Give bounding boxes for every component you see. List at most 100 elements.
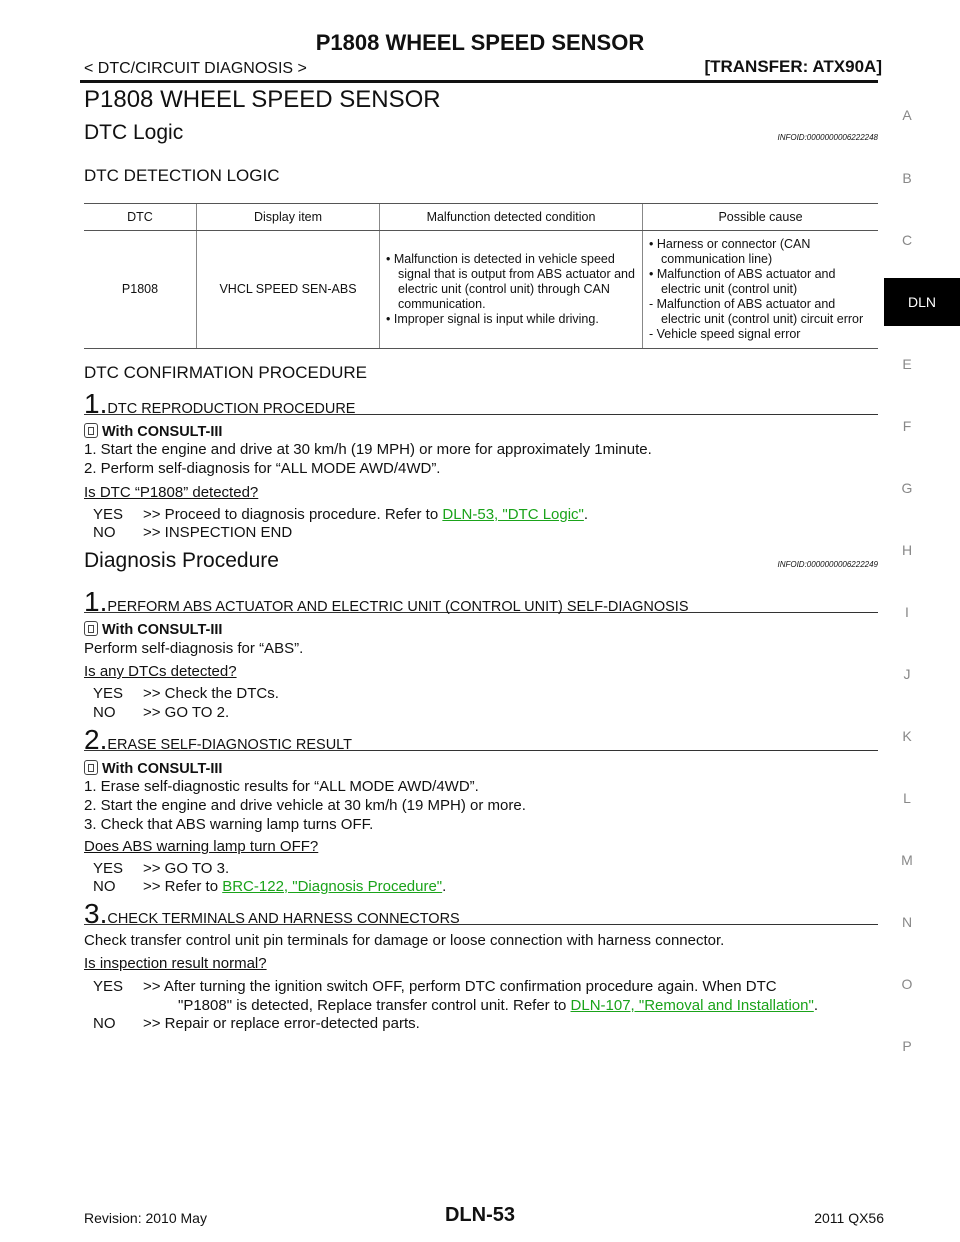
side-index-b[interactable]: B [902,170,912,186]
side-index-i[interactable]: I [905,604,909,620]
no-answer: NO>> Repair or replace error-detected pa… [93,1015,420,1032]
header-transfer-model: [TRANSFER: ATX90A] [704,57,882,76]
yes-text-cont: "P1808" is detected, Replace transfer co… [178,997,571,1014]
col-dtc: DTC [84,203,197,231]
col-malfunction-condition: Malfunction detected condition [379,203,643,231]
consult-label: With CONSULT-III [102,622,223,638]
dtc-logic-link[interactable]: DLN-53, "DTC Logic" [442,506,584,523]
no-text: >> Repair or replace error-detected part… [143,1015,420,1032]
side-index-h[interactable]: H [901,542,913,558]
procedure-line: Perform self-diagnosis for “ABS”. [84,640,304,657]
step-title: ERASE SELF-DIAGNOSTIC RESULT [107,737,353,753]
diagnosis-step-2: 2.ERASE SELF-DIAGNOSTIC RESULT [84,724,878,755]
step-title: DTC REPRODUCTION PROCEDURE [107,401,356,417]
page-header-title: P1808 WHEEL SPEED SENSOR [315,30,645,55]
consult-note: With CONSULT-III [84,760,222,777]
procedure-line: 3. Check that ABS warning lamp turns OFF… [84,816,374,833]
consult-note: With CONSULT-III [84,423,222,440]
side-index-dln-active[interactable]: DLN [884,278,960,326]
diagnosis-step-3: 3.CHECK TERMINALS AND HARNESS CONNECTORS [84,898,878,929]
yes-text: >> After turning the ignition switch OFF… [143,978,777,995]
col-possible-cause: Possible cause [642,203,878,231]
footer-page-number: DLN-53 [444,1204,515,1226]
side-index-e[interactable]: E [902,356,912,372]
side-index-g[interactable]: G [901,480,913,496]
no-key: NO [93,524,116,541]
col-display-item: Display item [196,203,380,231]
diagnosis-infoid: INFOID:0000000006222249 [777,560,878,569]
diagnosis-step-1: 1.PERFORM ABS ACTUATOR AND ELECTRIC UNIT… [84,586,878,617]
procedure-line: 2. Start the engine and drive vehicle at… [84,797,526,814]
side-index-m[interactable]: M [901,852,913,868]
yes-key: YES [93,506,124,523]
list-item: • Harness or connector (CAN communicatio… [649,237,811,266]
no-text: >> INSPECTION END [143,524,293,541]
no-text: >> Refer to [143,878,223,895]
side-index-o[interactable]: O [901,976,913,992]
side-index-l[interactable]: L [903,790,911,806]
yes-key: YES [93,685,124,702]
no-key: NO [93,704,116,721]
yes-text: >> GO TO 3. [143,860,230,877]
yes-answer: YES >> Proceed to diagnosis procedure. Re… [93,506,589,523]
list-item: • Malfunction of ABS actuator and electr… [649,267,836,296]
dtc-logic-infoid: INFOID:0000000006222248 [777,133,878,142]
section-title: P1808 WHEEL SPEED SENSOR [84,86,441,113]
dtc-code-cell: P1808 [84,230,197,349]
dtc-logic-heading: DTC Logic [84,121,184,144]
side-index-p[interactable]: P [902,1038,912,1054]
no-text: >> GO TO 2. [143,704,230,721]
table-row: P1808 VHCL SPEED SEN-ABS • Malfunction i… [84,230,878,349]
display-item-cell: VHCL SPEED SEN-ABS [196,230,380,349]
procedure-line: 2. Perform self-diagnosis for “ALL MODE … [84,460,441,477]
step-number: 3. [84,898,108,929]
diagnosis-procedure-heading: Diagnosis Procedure [84,549,279,572]
side-index-c[interactable]: C [901,232,913,248]
procedure-line: 1. Start the engine and drive at 30 km/h… [84,441,652,458]
dtc-table-header-row: DTC Display item Malfunction detected co… [84,203,878,231]
condition-cell: • Malfunction is detected in vehicle spe… [379,230,643,349]
brc-122-link[interactable]: BRC-122, "Diagnosis Procedure" [222,878,443,895]
yes-key: YES [93,860,124,877]
list-item: • Malfunction is detected in vehicle spe… [386,252,635,311]
list-item: - Vehicle speed signal error [649,327,801,341]
consult-tool-icon [84,621,98,636]
no-answer: NO >> GO TO 2. [93,704,229,721]
footer-model: 2011 QX56 [814,1210,884,1226]
dtc-confirmation-heading: DTC CONFIRMATION PROCEDURE [84,363,368,382]
no-answer: NO >> Refer to BRC-122, "Diagnosis Proced… [93,878,447,895]
yes-text: >> Proceed to diagnosis procedure. Refer… [143,506,443,523]
consult-tool-icon [84,423,98,438]
dtc-table: DTC Display item Malfunction detected co… [84,203,878,349]
step-question: Is inspection result normal? [84,955,267,972]
list-item: • Improper signal is input while driving… [386,312,599,326]
yes-answer: YES >> After turning the ignition switch … [93,978,818,1014]
step-title: PERFORM ABS ACTUATOR AND ELECTRIC UNIT (… [107,599,689,615]
step-title: CHECK TERMINALS AND HARNESS CONNECTORS [107,911,460,927]
no-key: NO [93,878,116,895]
yes-key: YES [93,978,124,995]
consult-tool-icon [84,760,98,775]
side-index-n[interactable]: N [901,914,913,930]
cause-cell: • Harness or connector (CAN communicatio… [642,230,878,349]
procedure-line: 1. Erase self-diagnostic results for “AL… [84,778,479,795]
step-question: Does ABS warning lamp turn OFF? [84,838,319,855]
side-index-f[interactable]: F [902,418,912,434]
consult-note: With CONSULT-III [84,621,222,638]
yes-answer: YES >> Check the DTCs. [93,685,279,702]
side-index-a[interactable]: A [902,107,912,123]
dtc-detection-logic-heading: DTC DETECTION LOGIC [84,166,280,185]
step-number: 1. [84,586,108,617]
step-number: 2. [84,724,108,755]
list-item: - Malfunction of ABS actuator and electr… [649,297,864,326]
dln-107-link[interactable]: DLN-107, "Removal and Installation" [570,997,814,1014]
yes-text: >> Check the DTCs. [143,685,279,702]
procedure-line: Check transfer control unit pin terminal… [84,932,725,949]
side-index-k[interactable]: K [902,728,912,744]
consult-label: With CONSULT-III [102,761,223,777]
header-category: < DTC/CIRCUIT DIAGNOSIS > [84,60,307,77]
consult-label: With CONSULT-III [102,424,223,440]
side-index-j[interactable]: J [903,666,911,682]
footer-revision: Revision: 2010 May [84,1210,207,1226]
yes-answer: YES >> GO TO 3. [93,860,229,877]
